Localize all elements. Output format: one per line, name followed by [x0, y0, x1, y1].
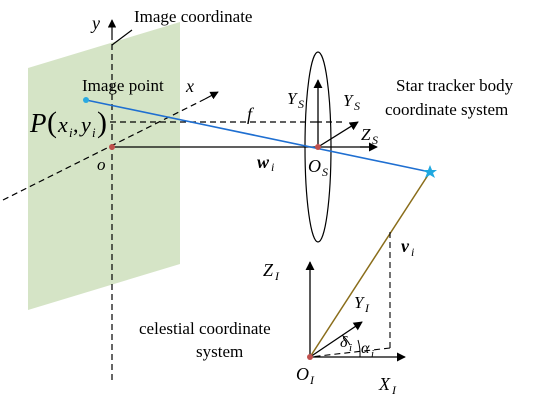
star-vector [309, 171, 431, 358]
svg-text:i: i [411, 245, 414, 259]
incident-ray [85, 99, 431, 173]
svg-text:Z: Z [263, 260, 274, 280]
o-i-label: O I [296, 364, 315, 387]
svg-text:): ) [97, 106, 107, 139]
lens-center-marker [315, 144, 321, 150]
svg-text:i: i [271, 160, 274, 174]
svg-text:v: v [401, 236, 410, 256]
svg-text:α: α [361, 340, 370, 357]
svg-text:O: O [308, 156, 321, 176]
image-x-axis [2, 98, 206, 201]
svg-text:S: S [372, 133, 378, 147]
star-projection-diagonal [309, 347, 391, 358]
svg-text:w: w [257, 152, 270, 172]
svg-text:i: i [92, 125, 96, 140]
celestial-label-line1: celestial coordinate [139, 319, 271, 338]
focal-length-label: f [247, 104, 255, 124]
svg-text:I: I [364, 301, 370, 315]
image-point-coordinates: P ( x i , y i ) [29, 106, 107, 140]
svg-text:x: x [57, 112, 68, 137]
svg-text:S: S [354, 99, 360, 113]
image-point-label: Image point [82, 76, 164, 95]
svg-text:Y: Y [354, 293, 365, 312]
y-i-label: Y I [354, 293, 370, 315]
celestial-label-line2: system [196, 342, 243, 361]
y-i-axis [309, 321, 363, 358]
alpha-label: α i [361, 340, 374, 360]
svg-text:Y: Y [287, 89, 298, 108]
svg-text:δ: δ [340, 334, 348, 351]
svg-text:X: X [378, 374, 391, 394]
image-point-marker [83, 97, 89, 103]
y-s-diagonal-axis [317, 121, 359, 148]
svg-text:Z: Z [361, 125, 371, 144]
svg-text:,: , [73, 112, 79, 137]
svg-text:S: S [322, 165, 328, 179]
z-i-label: Z I [263, 260, 280, 283]
star-tracker-label-line2: coordinate system [385, 100, 508, 119]
svg-text:I: I [274, 269, 280, 283]
svg-text:Y: Y [343, 91, 354, 110]
image-origin-label: o [97, 155, 106, 174]
alpha-arc [357, 339, 361, 358]
v-i-label: v i [401, 236, 414, 259]
z-s-label: Z S [361, 125, 378, 147]
image-plane [28, 22, 180, 310]
svg-text:P: P [29, 108, 47, 138]
svg-text:y: y [79, 112, 91, 137]
svg-text:i: i [371, 348, 374, 360]
image-x-axis-head [204, 91, 219, 100]
star-icon [423, 165, 437, 178]
svg-text:I: I [309, 373, 315, 387]
image-origin-marker [109, 144, 115, 150]
svg-text:I: I [391, 383, 397, 397]
delta-label: δ i [340, 334, 352, 354]
svg-text:O: O [296, 364, 309, 384]
celestial-origin-marker [307, 354, 313, 360]
svg-text:(: ( [47, 106, 57, 139]
svg-text:i: i [69, 125, 73, 140]
w-i-label: w i [257, 152, 274, 174]
x-i-label: X I [378, 374, 397, 397]
image-coordinate-leader [111, 29, 133, 46]
image-x-label: x [185, 76, 194, 96]
image-y-label: y [90, 13, 100, 33]
lens [304, 51, 332, 243]
star-tracker-label-line1: Star tracker body [396, 76, 514, 95]
o-s-label: O S [308, 156, 328, 179]
svg-text:i: i [349, 342, 352, 354]
y-s-left-label: Y S [287, 89, 304, 111]
y-s-right-label: Y S [343, 91, 360, 113]
delta-arc [341, 334, 351, 346]
image-coordinate-label: Image coordinate [134, 7, 252, 26]
svg-text:S: S [298, 97, 304, 111]
